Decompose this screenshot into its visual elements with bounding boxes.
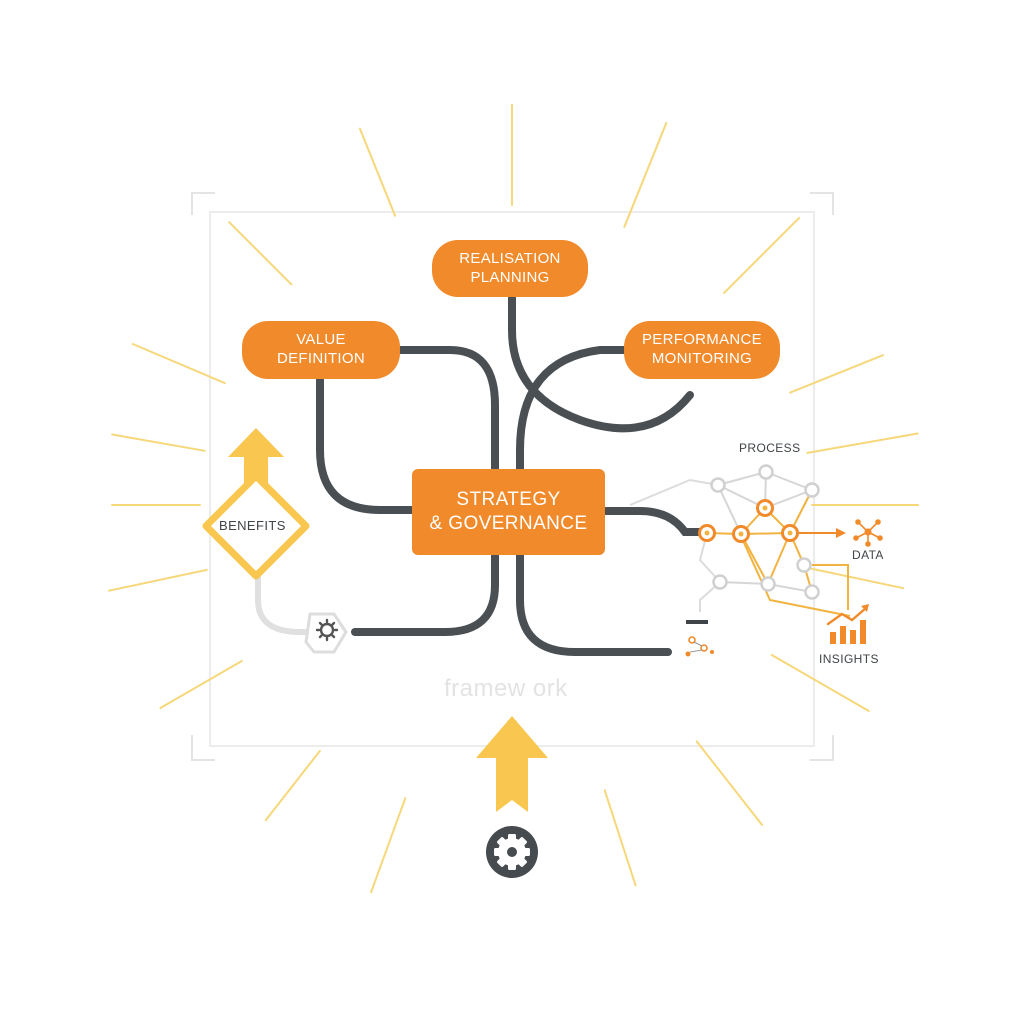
sun-ray	[804, 566, 905, 590]
node-strategy-governance-line1: Strategy	[456, 489, 561, 511]
network-arrow	[836, 528, 846, 538]
sun-ray	[770, 654, 870, 712]
sun-ray	[228, 221, 293, 286]
network-edge	[812, 564, 849, 610]
process-network	[629, 464, 851, 617]
sun-ray	[264, 749, 321, 822]
network-node-core	[762, 505, 768, 511]
sun-ray	[131, 343, 226, 385]
arrow-up-bottom	[476, 716, 548, 812]
sun-ray	[623, 122, 668, 228]
sun-ray	[108, 568, 208, 592]
path-benefits-to-gear	[255, 572, 318, 635]
node-realisation-planning-line2: Planning	[470, 268, 550, 286]
data-label: DATA	[852, 548, 884, 562]
network-edge	[717, 484, 742, 535]
node-strategy-governance-line2: & Governance	[429, 513, 588, 534]
sun-ray	[358, 127, 397, 217]
node-performance-monitoring[interactable]: Performance Monitoring	[624, 321, 780, 379]
benefits-label: BENEFITS	[219, 518, 286, 533]
path-performance-to-center	[516, 346, 629, 474]
node-value-definition[interactable]: Value Definition	[242, 321, 400, 379]
gear-icon	[486, 826, 538, 878]
insights-label: INSIGHTS	[819, 652, 879, 666]
network-edge	[719, 581, 769, 585]
path-value-loop	[396, 346, 499, 474]
bar-chart-trend-icon	[826, 604, 869, 644]
network-node	[804, 482, 820, 498]
network-edge	[765, 471, 813, 491]
network-edge	[739, 533, 851, 617]
node-value-definition-line1: Value	[296, 331, 346, 349]
sun-ray	[789, 354, 884, 394]
node-realisation-planning-line1: Realisation	[459, 249, 561, 267]
network-node-core	[704, 530, 710, 536]
connector-paths	[316, 294, 709, 656]
node-performance-monitoring-line1: Performance	[642, 331, 762, 349]
network-node-core	[738, 531, 744, 537]
sun-ray	[159, 660, 243, 709]
network-node	[760, 576, 776, 592]
sun-ray	[806, 432, 919, 454]
watermark-text: framew ork	[444, 675, 568, 702]
node-value-definition-line2: Definition	[277, 350, 365, 367]
benefits-diamond	[202, 472, 310, 580]
sun-ray	[111, 433, 206, 452]
path-center-to-network	[601, 507, 709, 536]
sun-ray	[723, 216, 801, 294]
network-node	[712, 574, 728, 590]
network-edge	[698, 532, 722, 612]
node-performance-monitoring-line2: Monitoring	[651, 350, 753, 367]
network-node	[804, 584, 820, 600]
path-value-to-center	[316, 376, 418, 514]
node-realisation-planning[interactable]: Realisation Planning	[432, 240, 588, 297]
path-realisation-loop	[508, 294, 694, 433]
network-edge	[740, 533, 769, 585]
process-label: PROCESS	[739, 441, 801, 455]
gear-tag-icon	[304, 612, 348, 654]
path-center-to-gear	[351, 551, 499, 636]
sun-ray	[370, 797, 407, 894]
node-strategy-governance[interactable]: Strategy & Governance	[412, 469, 605, 555]
network-node-core	[787, 530, 793, 536]
network-node	[758, 464, 774, 480]
path-center-to-insights	[516, 551, 672, 656]
sunburst-rays	[108, 104, 919, 894]
network-edge	[767, 532, 791, 585]
network-edge	[717, 471, 767, 486]
sun-ray	[695, 740, 763, 826]
process-icon	[685, 620, 714, 657]
network-node	[796, 557, 812, 573]
network-icon	[853, 519, 883, 547]
network-node	[710, 477, 726, 493]
network-edge	[629, 478, 719, 506]
sun-ray	[603, 789, 637, 887]
arrow-up-benefits	[228, 428, 284, 483]
